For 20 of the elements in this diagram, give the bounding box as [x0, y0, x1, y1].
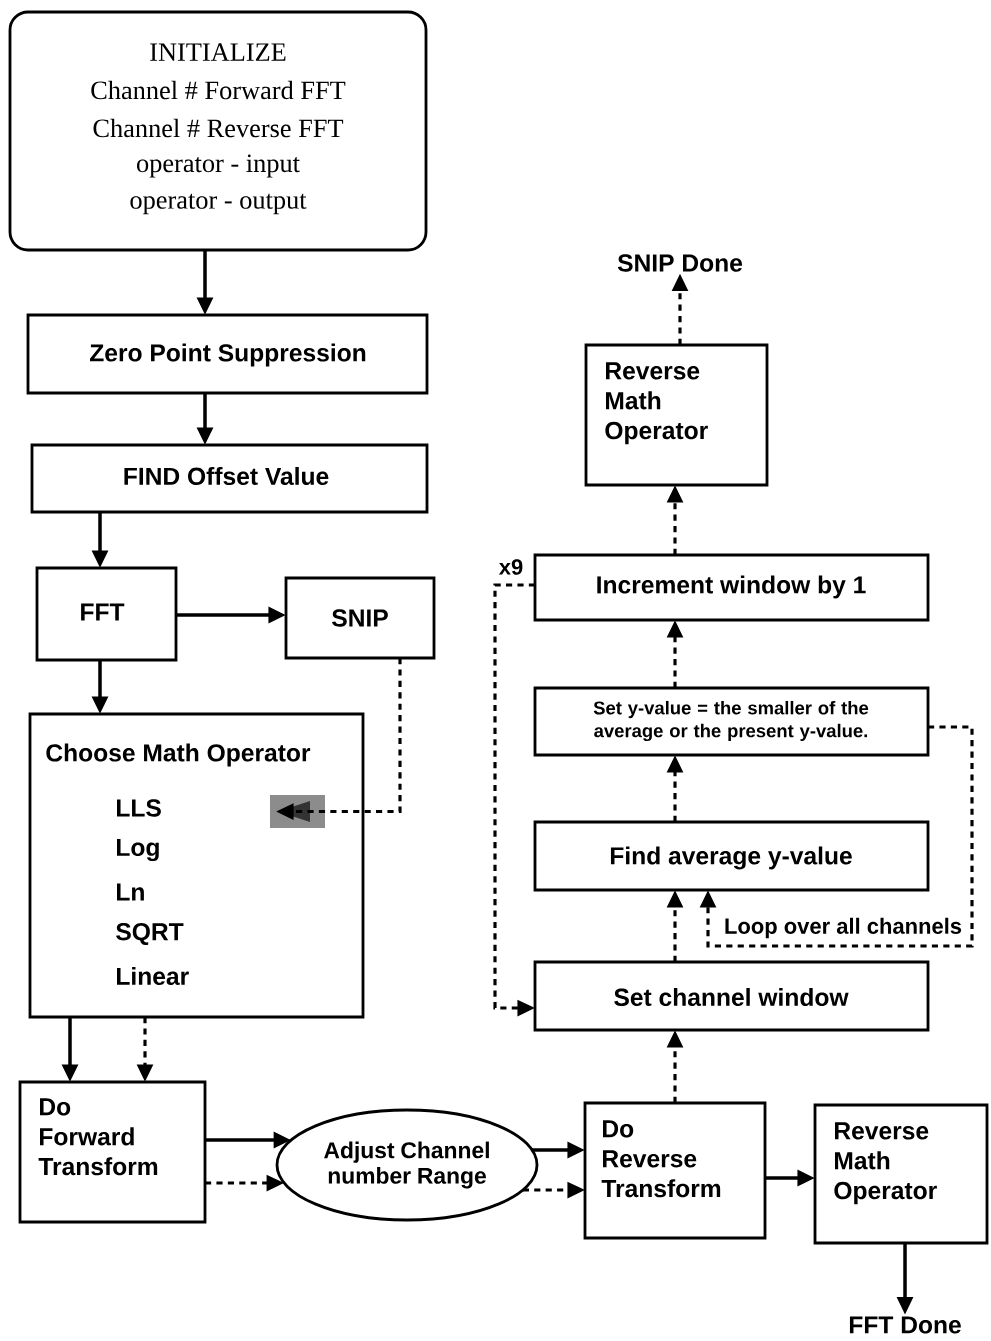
process-box: Zero Point Suppression [26, 313, 429, 395]
process-box: Set channel window [533, 960, 930, 1032]
shaded-patch [270, 795, 325, 828]
process-box: SNIP [284, 576, 436, 660]
process-box: Increment window by 1 [533, 553, 930, 622]
process-box: Reverse Math Operator [813, 1103, 989, 1245]
process-box: Do Forward Transform [18, 1080, 207, 1224]
arrow [699, 725, 974, 948]
process-box: Do Reverse Transform [583, 1101, 767, 1240]
edge-label: Loop over all channels [722, 916, 964, 940]
edge-label: x9 [497, 557, 525, 577]
start-box: INITIALIZE Channel # Forward FFT Channel # Reverse FFT operator - input operator - output [8, 10, 428, 252]
end-label: FFT Done [849, 1316, 961, 1334]
process-box: FFT [35, 566, 178, 662]
process-box: Find average y-value [533, 820, 930, 892]
process-box: Reverse Math Operator [584, 343, 769, 487]
end-label: SNIP Done [617, 254, 743, 272]
process-box: Set y-value = the smaller of the average or the present y-value. [533, 686, 930, 757]
process-box: FIND Offset Value [30, 443, 429, 514]
process-box: Choose Math Operator LLS Log Ln SQRT Linear [28, 712, 365, 1019]
